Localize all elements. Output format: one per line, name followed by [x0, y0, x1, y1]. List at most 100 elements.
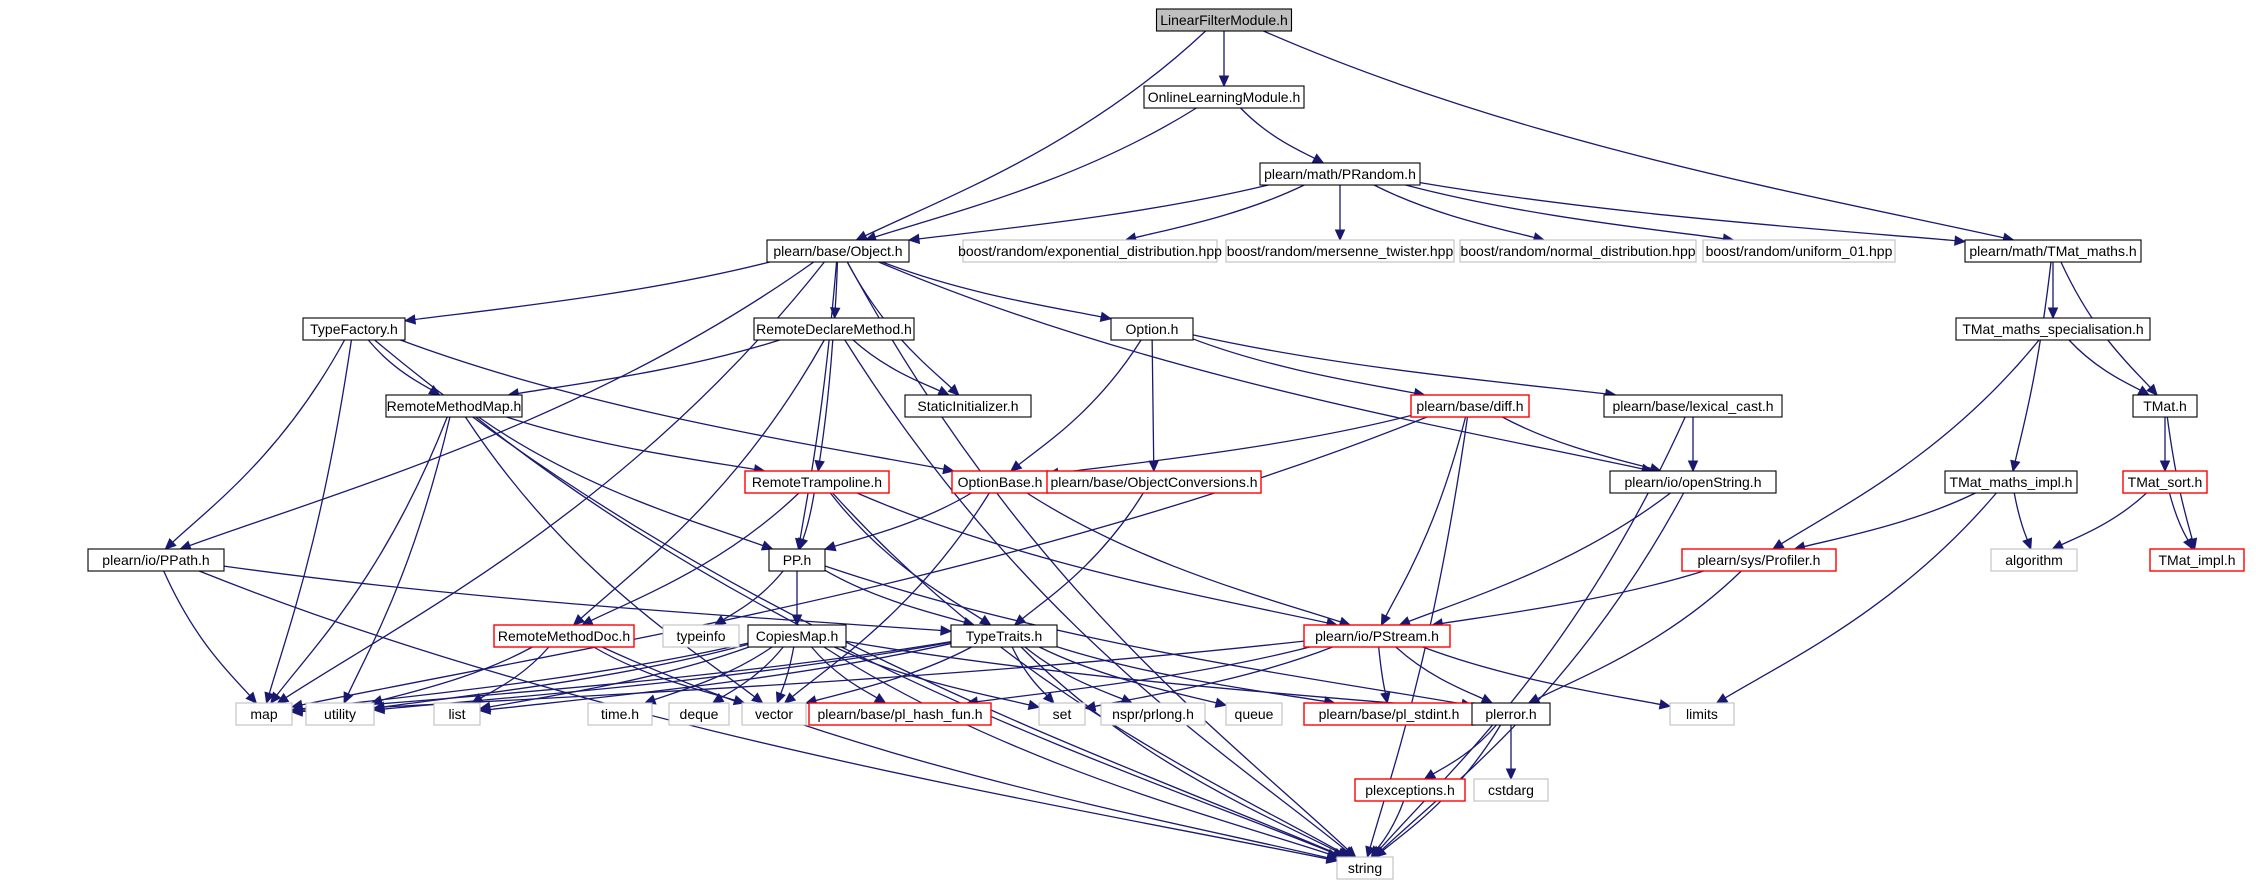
edge-copiesmap-to-deque [720, 646, 784, 699]
edge-pstream-to-set [1094, 646, 1333, 707]
node-box-diff [1410, 394, 1530, 418]
node-box-string [1336, 856, 1394, 880]
node-remotemethoddoc[interactable]: RemoteMethodDoc.h [493, 624, 635, 648]
node-label-stdint: plearn/base/pl_stdint.h [1319, 706, 1460, 722]
edge-remotedeclare-to-staticinit [852, 339, 941, 392]
arrowhead-tmatmaths-to-tmatimpl_maths [2010, 459, 2021, 473]
edge-object-to-openstring [878, 261, 1643, 470]
node-plerror[interactable]: plerror.h [1471, 702, 1551, 726]
edge-copiesmap-to-string [823, 646, 1329, 855]
node-typefactory[interactable]: TypeFactory.h [302, 317, 406, 341]
node-remotemethodmap[interactable]: RemoteMethodMap.h [385, 394, 523, 418]
edge-plerror-to-string [1382, 724, 1502, 852]
node-label-tmatsort: TMat_sort.h [2128, 474, 2203, 490]
node-diff[interactable]: plearn/base/diff.h [1410, 394, 1530, 418]
arrowhead-remotedeclare-to-remotetramp [814, 459, 825, 473]
edge-remotedeclare-to-remotemethoddoc [580, 339, 825, 619]
node-staticinit[interactable]: StaticInitializer.h [904, 394, 1032, 418]
arrowhead-typefactory-to-map [264, 691, 275, 705]
node-label-option: Option.h [1126, 321, 1179, 337]
node-label-typefactory: TypeFactory.h [310, 321, 398, 337]
node-box-boost_mt [1225, 239, 1455, 263]
arrowhead-optionbase-to-vector [783, 692, 797, 704]
node-box-tmatspec [1955, 317, 2151, 341]
node-option[interactable]: Option.h [1110, 317, 1194, 341]
edge-pp-to-typetraits [824, 569, 965, 623]
edge-optionbase-to-vector [792, 492, 990, 698]
node-label-map: map [250, 706, 277, 722]
node-box-object [766, 239, 910, 263]
edge-copiesmap-to-utility [383, 643, 749, 708]
node-tmat[interactable]: TMat.h [2132, 394, 2198, 418]
node-tmatimpl_maths[interactable]: TMat_maths_impl.h [1944, 470, 2078, 494]
edge-tmatspec-to-profiler [1781, 339, 2040, 545]
node-boost_norm: boost/random/normal_distribution.hpp [1459, 239, 1697, 263]
node-label-list: list [448, 706, 465, 722]
edge-prandom-to-boost_uni [1405, 184, 1724, 240]
edge-diff-to-map [301, 416, 1428, 706]
node-label-boost_uni: boost/random/uniform_01.hpp [1706, 243, 1893, 259]
node-remotetramp[interactable]: RemoteTrampoline.h [744, 470, 890, 494]
edge-prandom-to-boost_norm [1373, 184, 1535, 239]
node-linearfilter[interactable]: LinearFilterModule.h [1155, 8, 1293, 32]
node-prlong: nspr/prlong.h [1100, 702, 1206, 726]
edge-remotedeclare-to-remotemethodmap [518, 339, 780, 395]
node-objconv[interactable]: plearn/base/ObjectConversions.h [1046, 470, 1262, 494]
node-lexicalcast[interactable]: plearn/base/lexical_cast.h [1603, 394, 1783, 418]
node-tmatsort[interactable]: TMat_sort.h [2122, 470, 2208, 494]
arrowhead-prandom-to-tmatmaths [1954, 235, 1967, 246]
edge-typetraits-to-stdint [1056, 646, 1325, 703]
arrowhead-object-to-staticinit [947, 383, 960, 396]
edge-onlinelearning-to-prandom [1240, 107, 1315, 159]
node-pstream[interactable]: plearn/io/PStream.h [1303, 624, 1451, 648]
edge-typetraits-to-queue [1038, 646, 1217, 704]
node-typetraits[interactable]: TypeTraits.h [950, 624, 1058, 648]
node-tmatimpl[interactable]: TMat_impl.h [2149, 548, 2245, 572]
edge-remotedeclare-to-string [844, 339, 1347, 852]
node-onlinelearning[interactable]: OnlineLearningModule.h [1143, 85, 1305, 109]
arrowhead-typefactory-to-optionbase [942, 463, 955, 475]
node-profiler[interactable]: plearn/sys/Profiler.h [1681, 548, 1837, 572]
node-tmatspec[interactable]: TMat_maths_specialisation.h [1955, 317, 2151, 341]
node-hashfun[interactable]: plearn/base/pl_hash_fun.h [808, 702, 992, 726]
arrowhead-optionbase-to-pp [823, 541, 837, 552]
node-box-set [1038, 702, 1086, 726]
node-algorithm: algorithm [1990, 548, 2078, 572]
node-box-remotemethodmap [385, 394, 523, 418]
arrowhead-pp-to-typeinfo [713, 614, 727, 626]
arrowhead-ppath-to-map [245, 691, 258, 704]
edge-remotemethodmap-to-string [475, 416, 1335, 854]
node-remotedeclare[interactable]: RemoteDeclareMethod.h [753, 317, 915, 341]
node-plexceptions[interactable]: plexceptions.h [1354, 778, 1466, 802]
node-stdint[interactable]: plearn/base/pl_stdint.h [1303, 702, 1475, 726]
node-label-pp: PP.h [783, 552, 812, 568]
edge-remotedeclare-to-remotetramp [818, 339, 834, 462]
node-tmatmaths[interactable]: plearn/math/TMat_maths.h [1964, 239, 2142, 263]
arrowhead-linearfilter-to-object [855, 230, 869, 241]
node-box-tmatsort [2122, 470, 2208, 494]
edge-remotemethoddoc-to-utility [381, 646, 533, 701]
arrowhead-copiesmap-to-string [1326, 848, 1340, 859]
edge-copiesmap-to-set [834, 646, 1030, 706]
arrowhead-pstream-to-stdint [1380, 691, 1391, 705]
arrowhead-option-to-optionbase [1009, 460, 1023, 472]
node-object[interactable]: plearn/base/Object.h [766, 239, 910, 263]
edge-plexceptions-to-string [1376, 800, 1405, 850]
arrowhead-onlinelearning-to-prandom [1311, 153, 1325, 164]
node-ppath[interactable]: plearn/io/PPath.h [87, 548, 225, 572]
edge-typefactory-to-map [268, 339, 353, 694]
node-pp[interactable]: PP.h [768, 548, 826, 572]
node-box-hashfun [808, 702, 992, 726]
node-prandom[interactable]: plearn/math/PRandom.h [1259, 162, 1421, 186]
node-openstring[interactable]: plearn/io/openString.h [1609, 470, 1777, 494]
arrowhead-tmatimpl_maths-to-limits [1715, 693, 1729, 704]
node-label-tmatmaths: plearn/math/TMat_maths.h [1969, 243, 2136, 259]
node-optionbase[interactable]: OptionBase.h [951, 470, 1049, 494]
edge-remotetramp-to-pp [802, 492, 815, 540]
arrowhead-remotemethodmap-to-vector [751, 692, 764, 704]
arrowhead-typetraits-to-list [478, 704, 492, 715]
node-box-option [1110, 317, 1194, 341]
arrowhead-remotemethodmap-to-pp [760, 540, 774, 551]
node-copiesmap[interactable]: CopiesMap.h [747, 624, 847, 648]
node-box-list [433, 702, 481, 726]
